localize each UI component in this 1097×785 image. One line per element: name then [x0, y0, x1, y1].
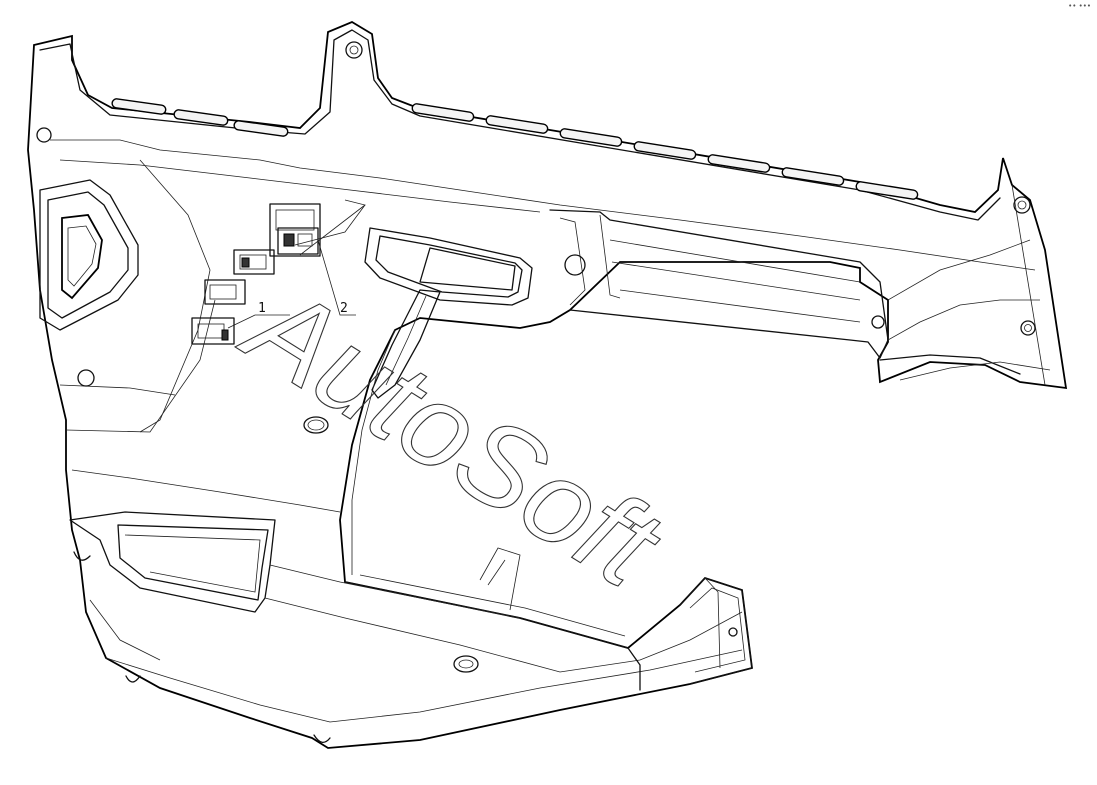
mount-hole-top-center — [345, 41, 363, 59]
lower-contour-3 — [264, 597, 743, 673]
lower-right-box — [627, 647, 641, 691]
left-side-vent-opening-inner — [67, 225, 97, 287]
mount-hole-top-left — [36, 127, 52, 143]
lower-left-recess-inner — [117, 524, 269, 601]
right-end-contour-3 — [899, 361, 1051, 381]
lower-center-hole — [453, 655, 479, 673]
lower-center-hole-inner — [458, 659, 474, 669]
right-lower-hole — [871, 315, 885, 329]
right-upper-box-edge — [559, 217, 586, 306]
left-contour-2 — [65, 299, 216, 433]
switch-lower-2-inner — [197, 323, 225, 339]
switch-top-1-inner — [275, 209, 315, 231]
switch-top-2-knob — [283, 233, 295, 247]
callout-2-leader-c — [294, 204, 366, 246]
watermark-text: AutoSoft — [221, 257, 683, 614]
switch-mid-inner — [239, 254, 267, 270]
right-upper-box-line-3 — [619, 289, 861, 323]
center-hole-inner — [307, 419, 325, 431]
mount-hole-right-inner — [1024, 324, 1032, 332]
center-hole — [303, 416, 329, 434]
lower-contour-1 — [71, 469, 341, 513]
right-upper-hole — [564, 254, 586, 276]
left-lower-tab — [73, 551, 91, 561]
mount-hole-top-right — [1013, 196, 1031, 214]
lower-left-recess-inner-2 — [124, 534, 261, 593]
switch-lower-1 — [204, 279, 246, 305]
switch-group — [191, 203, 321, 345]
switch-lower-1-inner — [209, 284, 237, 300]
switch-top-1 — [269, 203, 321, 257]
left-contour-3 — [59, 384, 176, 396]
switch-lower-2 — [191, 317, 235, 345]
left-side-vent-opening — [61, 214, 103, 300]
center-vent-duct-inner — [385, 295, 427, 386]
callout-1-leader — [227, 314, 290, 329]
corner-mark: •• ••• — [1068, 2, 1091, 10]
center-vent-duct — [371, 289, 441, 399]
top-edge-line-2 — [50, 139, 1036, 271]
right-end-cap — [879, 354, 1021, 375]
center-vent-outer — [364, 227, 533, 306]
defrost-vents-right — [411, 103, 919, 200]
switch-mid-knob — [241, 257, 250, 268]
callout-2-leader — [317, 239, 356, 316]
center-vent-opening — [419, 247, 516, 291]
top-edge-line — [39, 29, 1001, 221]
mount-hole-right — [1020, 320, 1036, 336]
lower-contour-4 — [105, 649, 743, 723]
top-edge-line-3 — [59, 159, 541, 213]
steering-opening-inner — [359, 574, 626, 637]
lower-contour-5 — [89, 599, 161, 661]
mount-hole-top-right-inner — [1017, 200, 1027, 210]
mount-hole-top-center-inner — [349, 45, 359, 55]
steering-opening-left — [351, 329, 396, 575]
right-end-contour-2 — [887, 299, 1040, 341]
steering-column-support-2 — [487, 559, 506, 586]
lower-tab-center — [313, 734, 331, 743]
switch-top-2-knob-b — [297, 233, 313, 247]
right-end-contour — [887, 239, 1031, 301]
lower-right-box-2 — [679, 577, 753, 685]
lower-right-box-inner — [689, 587, 746, 673]
left-side-vent-outer — [39, 179, 139, 331]
callout-label-2: 2 — [340, 301, 348, 316]
left-mount-hole — [77, 369, 95, 387]
switch-lower-2-knob — [221, 329, 229, 341]
steering-column-support — [479, 547, 521, 611]
lower-tab-left — [125, 675, 141, 683]
right-upper-box-line-1 — [609, 239, 861, 283]
switch-mid — [233, 249, 275, 275]
right-upper-box-line-2 — [611, 261, 861, 301]
center-vent-inner — [375, 235, 523, 298]
left-side-vent-inner — [47, 191, 129, 319]
panel-outer-outline — [27, 20, 1068, 749]
right-upper-box-edge-2 — [599, 214, 621, 299]
callout-label-1: 1 — [258, 301, 266, 316]
right-upper-box — [549, 209, 889, 359]
lower-left-recess-outer — [69, 511, 276, 613]
lower-right-box-edge — [704, 577, 721, 669]
lower-contour-2 — [269, 564, 521, 619]
lower-right-hole — [728, 627, 738, 637]
defrost-vents-left — [111, 98, 289, 137]
right-vertical-edge — [1011, 184, 1046, 386]
